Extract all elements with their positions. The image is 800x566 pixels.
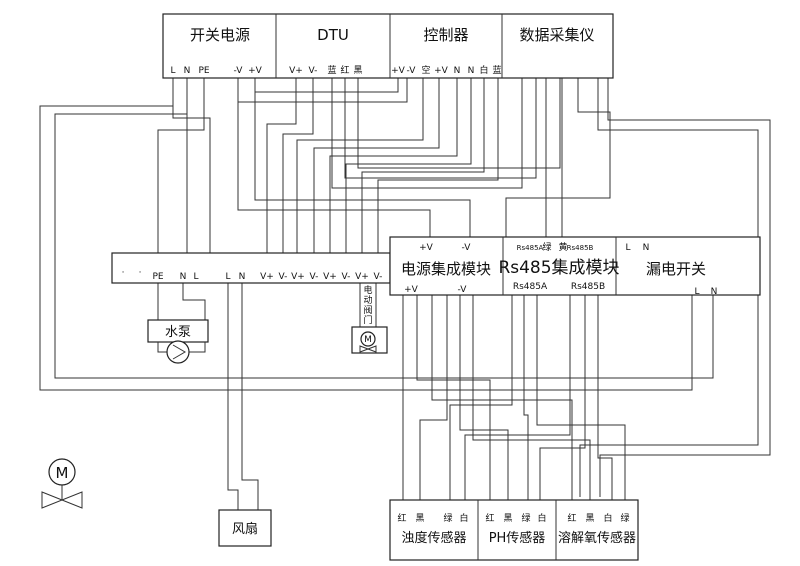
controller-pin: 蓝 <box>492 64 501 76</box>
strip-pin: L <box>193 272 198 282</box>
controller-pin: +V <box>391 66 406 76</box>
rs485-module-pin: Rs485A <box>517 244 544 252</box>
strip-pin: N <box>239 272 246 282</box>
strip-pin: V- <box>374 272 383 282</box>
controller-pin: N <box>468 66 475 76</box>
rs485-module-pin: Rs485B <box>567 244 594 252</box>
right-modules-frame <box>389 236 761 296</box>
sensor-pin: 白 <box>537 512 546 524</box>
power-module-pin: -V <box>458 285 468 295</box>
power-module-pin: -V <box>462 243 472 253</box>
sensor-block: 红 黑 绿 白 浊度传感器 红 黑 绿 白 PH传感器 红 黑 白 绿 溶解氧传… <box>389 499 639 561</box>
strip-pin: L <box>225 272 230 282</box>
pump-arrow-icon <box>172 344 186 360</box>
switch-power-title: 开关电源 <box>190 26 250 44</box>
power-module-title: 电源集成模块 <box>401 260 491 278</box>
valve-label-char: 阀 <box>363 305 372 316</box>
switch-power-pin-minus-v: -V <box>234 66 244 76</box>
dtu-pin: 黑 <box>353 65 362 76</box>
strip-pin: V+ <box>355 272 369 282</box>
leakage-switch-title: 漏电开关 <box>646 260 706 278</box>
ph-sensor-title: PH传感器 <box>489 530 546 546</box>
rs485-module-pin: 绿 <box>542 241 551 253</box>
strip-pin: V- <box>310 272 319 282</box>
strip-pin: V+ <box>260 272 274 282</box>
fan: 风扇 <box>218 509 272 547</box>
sensor-pin: 绿 <box>620 512 629 524</box>
sensor-pin: 红 <box>567 512 576 524</box>
switch-power-pin-plus-v: +V <box>248 66 263 76</box>
switch-power-pin-l: L <box>170 66 175 76</box>
switch-power-pin-pe: PE <box>198 66 209 76</box>
water-pump: 水泵 <box>147 319 209 364</box>
leakage-switch-pin: L <box>625 243 630 253</box>
power-module-pin: +V <box>404 285 419 295</box>
valve-label-char: 动 <box>363 295 372 306</box>
leakage-switch-pin: N <box>643 243 650 253</box>
valve-label-char: 门 <box>363 314 372 326</box>
dtu-title: DTU <box>317 26 349 44</box>
leakage-switch-pin: L <box>694 287 699 297</box>
sensor-pin: 白 <box>459 512 468 524</box>
sensor-pin: 黑 <box>585 513 594 524</box>
power-module-pin: +V <box>419 243 434 253</box>
rs485-module-title: Rs485集成模块 <box>498 258 619 278</box>
data-collector-title: 数据采集仪 <box>519 26 594 44</box>
strip-pin: V- <box>342 272 351 282</box>
valve-bowtie-icon <box>359 345 377 353</box>
legend-motor-valve: M <box>41 458 83 509</box>
sensor-pin: 黑 <box>415 513 424 524</box>
strip-pin: PE <box>152 272 163 282</box>
sensor-frame <box>389 499 639 561</box>
pump-title: 水泵 <box>165 325 191 340</box>
sensor-pin: 黑 <box>503 513 512 524</box>
controller-title: 控制器 <box>423 26 468 44</box>
switch-power-pin-n: N <box>184 66 191 76</box>
controller-pin: +V <box>434 66 449 76</box>
right-modules-row: +V -V 电源集成模块 +V -V Rs485A 绿 黄 Rs485B Rs4… <box>389 236 761 297</box>
turbidity-sensor-title: 浊度传感器 <box>401 530 466 546</box>
dissolved-oxygen-sensor-title: 溶解氧传感器 <box>558 530 636 546</box>
strip-pin: N <box>180 272 187 282</box>
fan-title: 风扇 <box>232 521 258 537</box>
strip-pin: V+ <box>291 272 305 282</box>
dtu-pin: 蓝 <box>327 64 336 76</box>
pump-icon <box>166 340 190 364</box>
top-modules-frame <box>162 13 614 79</box>
sensor-pin: 绿 <box>443 512 452 524</box>
wiring <box>39 78 771 510</box>
strip-dot: · <box>139 268 142 278</box>
strip-pin: V+ <box>323 272 337 282</box>
terminal-strip: · · PE N L L N V+ V- V+ V- V+ V- V+ V- <box>111 252 391 284</box>
sensor-pin: 白 <box>603 512 612 524</box>
rs485-module-pin: 黄 <box>558 241 567 253</box>
dtu-pin: V- <box>309 66 318 76</box>
sensor-pin: 红 <box>397 512 406 524</box>
valve-bowtie-icon <box>41 491 83 509</box>
sensor-pin: 绿 <box>521 512 530 524</box>
motor-letter: M <box>56 464 69 482</box>
controller-pin: -V <box>407 66 417 76</box>
valve-motor-letter: M <box>364 335 372 345</box>
rs485-module-pin: Rs485A <box>513 282 548 292</box>
dtu-pin: 红 <box>340 64 349 76</box>
strip-pin: V- <box>279 272 288 282</box>
valve-motor-icon <box>360 331 376 347</box>
controller-pin: 空 <box>421 64 430 76</box>
leakage-switch-pin: N <box>711 287 718 297</box>
rs485-module-pin: Rs485B <box>571 282 605 292</box>
valve-label-char: 电 <box>363 284 372 296</box>
controller-pin: N <box>454 66 461 76</box>
controller-pin: 白 <box>479 64 488 76</box>
strip-dot: · <box>122 268 125 278</box>
electric-valve: 电 动 阀 门 M <box>351 284 388 354</box>
top-modules-row: 开关电源 L N PE -V +V DTU V+ V- 蓝 红 黑 控制器 +V… <box>162 13 614 79</box>
sensor-pin: 红 <box>485 512 494 524</box>
dtu-pin: V+ <box>289 66 303 76</box>
fan-box <box>218 509 272 547</box>
